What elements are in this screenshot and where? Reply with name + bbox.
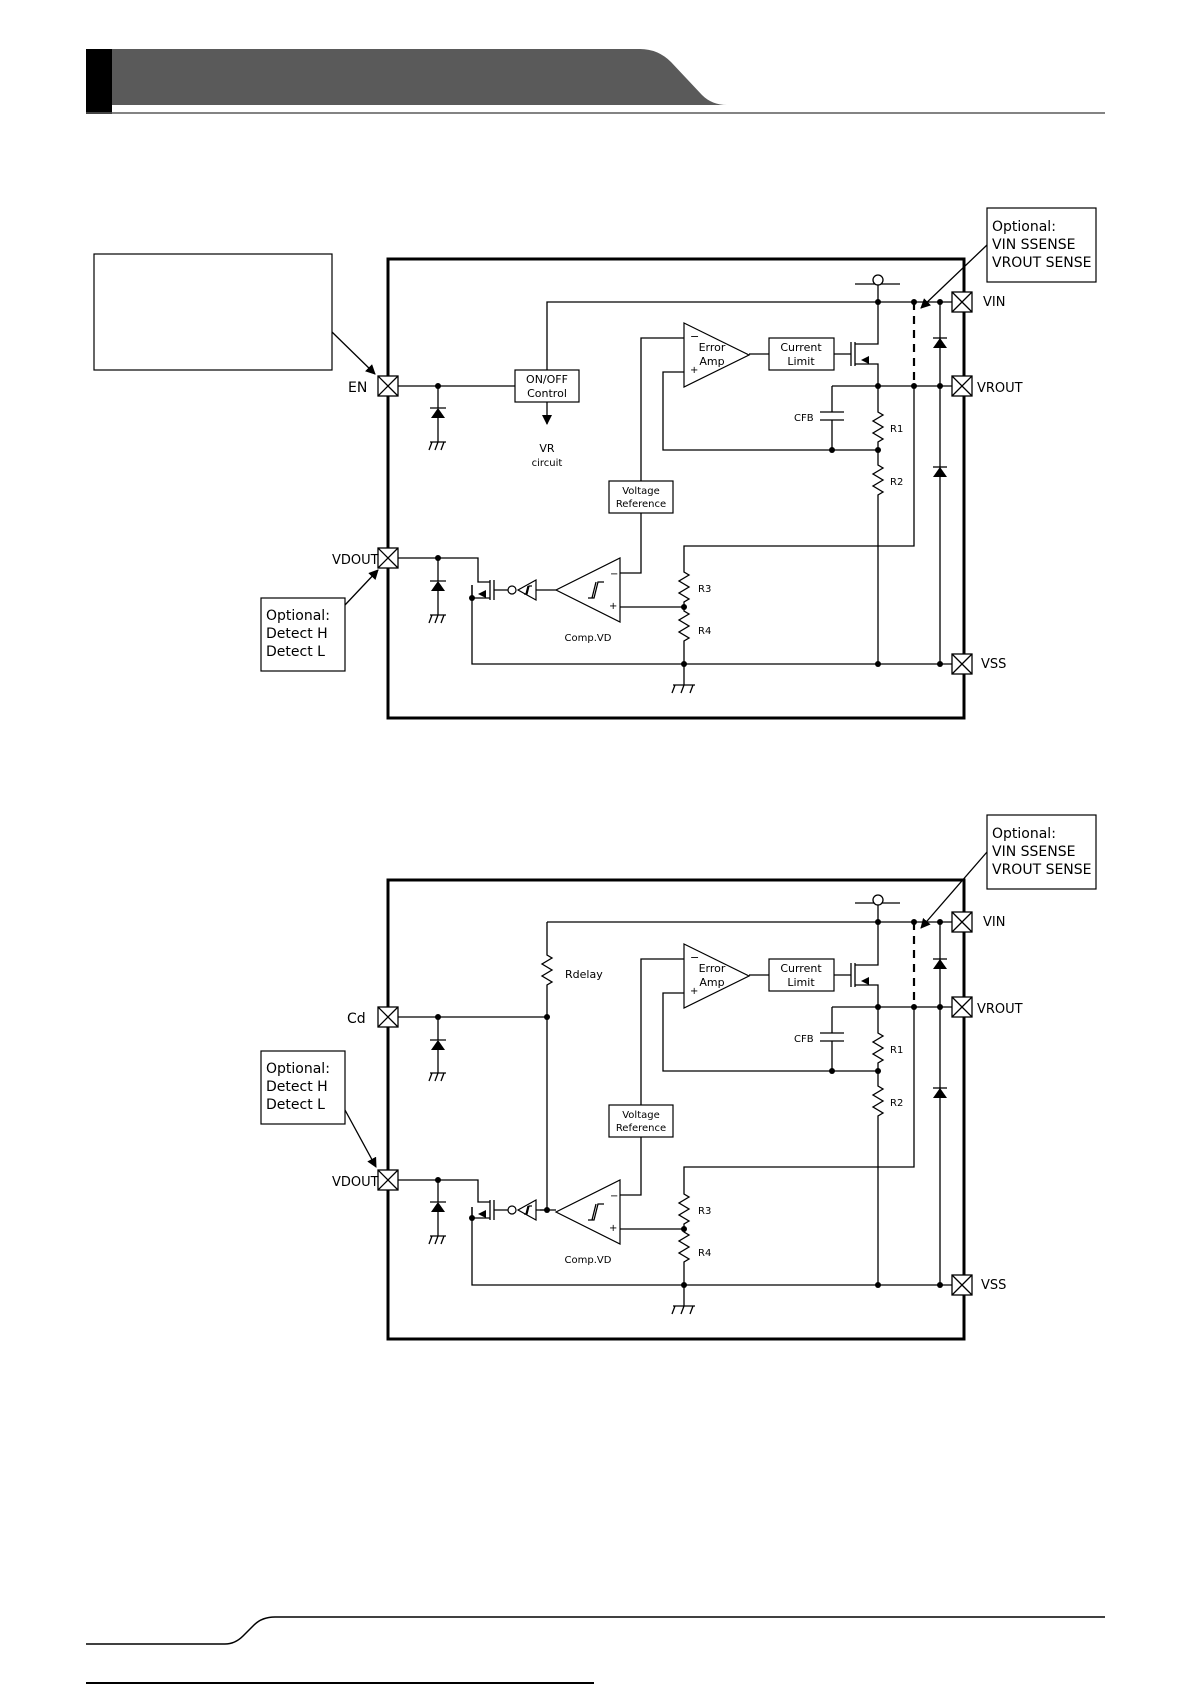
lower-vref-label-1: Voltage	[622, 1110, 660, 1121]
upper-opt-sense-line-3: VROUT SENSE	[992, 255, 1092, 271]
lower-ea-label-2: Amp	[699, 976, 724, 989]
upper-ea-label-2: Amp	[699, 355, 724, 368]
upper-pin-vin: VIN	[951, 291, 1005, 313]
upper-r3-label: R3	[698, 584, 711, 595]
lower-r1-label: R1	[890, 1045, 903, 1056]
upper-voltage-reference	[608, 480, 674, 514]
upper-pin-vrout: VROUT	[951, 375, 1023, 397]
upper-onoff-label-1: ON/OFF	[526, 373, 568, 386]
upper-callout-box	[93, 253, 333, 371]
upper-ea-minus: −	[690, 330, 699, 343]
lower-opt-detect-line-3: Detect L	[266, 1097, 325, 1113]
lower-cfb-label: CFB	[794, 1034, 814, 1045]
upper-cl-label-1: Current	[780, 341, 822, 354]
lower-r4-label: R4	[698, 1248, 711, 1259]
upper-opt-detect-line-1: Optional:	[266, 608, 330, 624]
lower-pin-vrout-label: VROUT	[977, 1002, 1023, 1017]
upper-vref-label-2: Reference	[616, 499, 666, 510]
diagram-lower: Cd VDOUT VIN VROUT VSS R	[260, 814, 1097, 1341]
header-accent	[86, 49, 112, 114]
upper-opt-detect-line-3: Detect L	[266, 644, 325, 660]
upper-pin-vdout-label: VDOUT	[332, 553, 379, 568]
lower-cmp-plus: +	[609, 1223, 617, 1234]
lower-ea-minus: −	[690, 951, 699, 964]
lower-opt-sense-line-3: VROUT SENSE	[992, 862, 1092, 878]
upper-cfb-label: CFB	[794, 413, 814, 424]
upper-vr-label-2: circuit	[532, 458, 563, 469]
footer-curve	[86, 1616, 1105, 1645]
upper-pin-vin-label: VIN	[983, 295, 1005, 310]
diagram-upper: EN VDOUT VIN VROUT VSS ON/OFF	[93, 207, 1097, 720]
lower-pin-vdout-label: VDOUT	[332, 1175, 379, 1190]
lower-pin-vss: VSS	[951, 1274, 1006, 1296]
lower-voltage-reference	[608, 1104, 674, 1138]
lower-opt-sense-line-1: Optional:	[992, 826, 1056, 842]
upper-pin-en-label: EN	[348, 380, 367, 396]
upper-comparator	[554, 557, 621, 623]
lower-opt-detect-line-1: Optional:	[266, 1061, 330, 1077]
lower-vref-label-2: Reference	[616, 1123, 666, 1134]
lower-pin-vdout: VDOUT	[332, 1169, 399, 1191]
lower-error-amp	[683, 943, 751, 1009]
header-bar	[86, 49, 727, 105]
upper-ea-label-1: Error	[699, 341, 726, 354]
upper-opt-sense-box	[986, 207, 1097, 283]
upper-r4-label: R4	[698, 626, 711, 637]
lower-pin-vss-label: VSS	[981, 1278, 1006, 1293]
upper-comp-label: Comp.VD	[565, 633, 612, 644]
upper-vref-label-1: Voltage	[622, 486, 660, 497]
lower-opt-detect-box	[260, 1050, 346, 1125]
upper-cmp-plus: +	[609, 601, 617, 612]
upper-pin-vrout-label: VROUT	[977, 381, 1023, 396]
lower-ea-label-1: Error	[699, 962, 726, 975]
upper-opt-detect-box	[260, 597, 346, 672]
upper-error-amp	[683, 322, 751, 388]
lower-comparator	[554, 1179, 621, 1245]
lower-r2-label: R2	[890, 1098, 903, 1109]
lower-pin-vrout: VROUT	[951, 996, 1023, 1018]
upper-chip-outline	[386, 257, 966, 720]
upper-pin-en: EN	[348, 375, 399, 397]
upper-pin-vdout: VDOUT	[332, 547, 399, 569]
lower-cmp-minus: −	[610, 1191, 618, 1202]
upper-vr-label-1: VR	[539, 442, 555, 455]
lower-pin-cd: Cd	[347, 1006, 399, 1028]
upper-ea-plus: +	[690, 365, 698, 376]
upper-opt-detect-line-2: Detect H	[266, 626, 328, 642]
lower-chip-outline	[386, 878, 966, 1341]
lower-pin-vin: VIN	[951, 911, 1005, 933]
lower-pin-vin-label: VIN	[983, 915, 1005, 930]
upper-r1-label: R1	[890, 424, 903, 435]
page-header	[86, 49, 1105, 114]
lower-cl-label-1: Current	[780, 962, 822, 975]
lower-opt-sense-line-2: VIN SSENSE	[992, 844, 1075, 860]
lower-pin-cd-label: Cd	[347, 1011, 366, 1027]
page-footer	[86, 1616, 1105, 1684]
lower-r3-label: R3	[698, 1206, 711, 1217]
upper-cmp-minus: −	[610, 569, 618, 580]
upper-opt-sense-line-2: VIN SSENSE	[992, 237, 1075, 253]
lower-ea-plus: +	[690, 986, 698, 997]
upper-pin-vss: VSS	[951, 653, 1006, 675]
lower-cl-label-2: Limit	[787, 976, 815, 989]
upper-cl-label-2: Limit	[787, 355, 815, 368]
lower-rdelay-label: Rdelay	[565, 968, 603, 981]
lower-opt-detect-line-2: Detect H	[266, 1079, 328, 1095]
lower-comp-label: Comp.VD	[565, 1255, 612, 1266]
upper-onoff-label-2: Control	[527, 387, 567, 400]
upper-r2-label: R2	[890, 477, 903, 488]
upper-current-limit	[768, 337, 835, 371]
upper-opt-sense-line-1: Optional:	[992, 219, 1056, 235]
upper-pin-vss-label: VSS	[981, 657, 1006, 672]
